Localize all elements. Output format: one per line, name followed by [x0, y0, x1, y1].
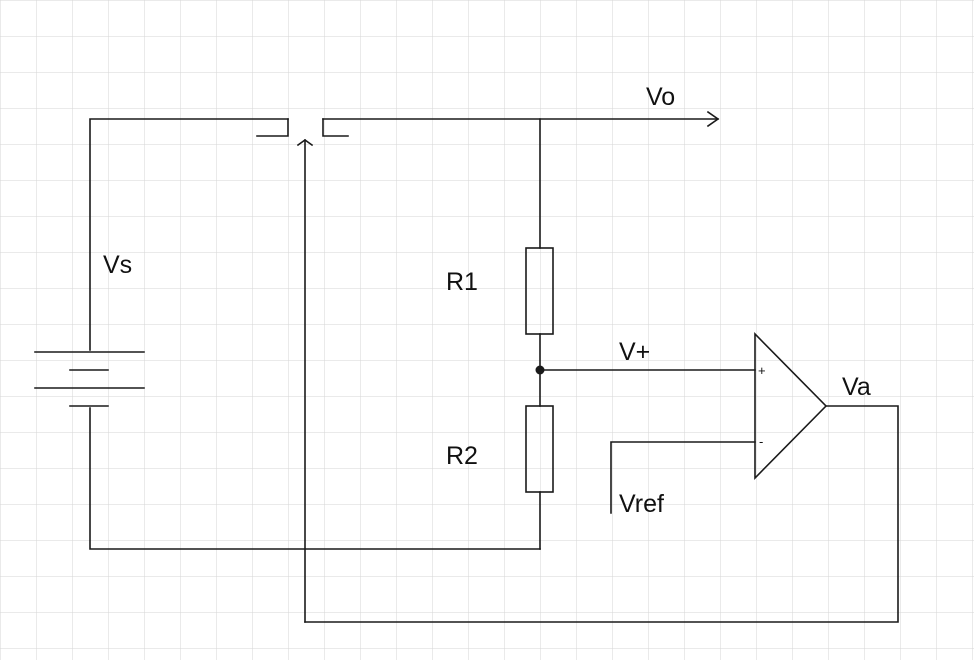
wire-feedback-va: [304, 405, 899, 623]
output-arrow-icon: [706, 110, 720, 128]
label-vs: Vs: [103, 251, 132, 279]
op-amp-triangle: [754, 332, 828, 480]
wire-battery-bottom: [89, 407, 541, 550]
label-va: Va: [842, 373, 871, 401]
label-v-plus: V+: [619, 338, 650, 366]
junction-node: [535, 365, 545, 375]
wire-battery-top: [89, 118, 289, 351]
switch-right-terminal: [322, 118, 349, 137]
label-r2: R2: [446, 442, 478, 470]
label-r1: R1: [446, 268, 478, 296]
wire-vref: [610, 441, 756, 514]
label-vo: Vo: [646, 83, 675, 111]
switch-left-terminal: [256, 118, 289, 137]
op-amp-plus-sign: +: [758, 363, 766, 378]
switch-arrow-icon: [296, 139, 314, 147]
label-vref: Vref: [619, 490, 664, 518]
op-amp-minus-sign: -: [759, 434, 763, 449]
